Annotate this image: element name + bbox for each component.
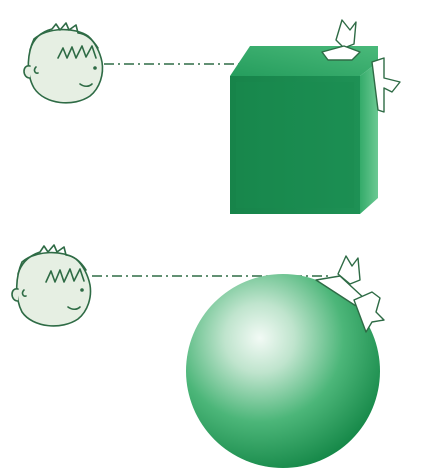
cube-scene (24, 20, 400, 214)
child-face-icon (24, 23, 103, 103)
cube (230, 46, 378, 214)
child-face-icon (12, 245, 91, 326)
sphere-scene (12, 245, 384, 468)
